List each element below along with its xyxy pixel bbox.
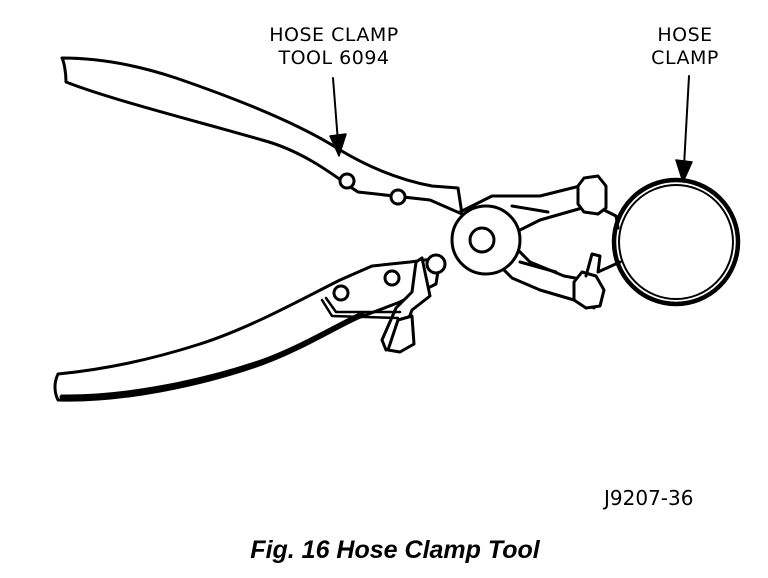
figure-caption: Fig. 16 Hose Clamp Tool bbox=[250, 536, 540, 564]
hose-clamp-ring-inner bbox=[618, 184, 734, 300]
upper-jaw-tip bbox=[576, 174, 608, 216]
clamp-label-line1: HOSE bbox=[657, 24, 713, 46]
lower-rivet-1 bbox=[332, 284, 350, 302]
lock-pivot bbox=[425, 253, 447, 275]
clamp-upper-tab bbox=[602, 208, 620, 230]
tool-callout-line bbox=[332, 77, 339, 143]
lock-lever-knob bbox=[386, 314, 416, 354]
lower-rivet-2 bbox=[383, 269, 401, 287]
clamp-label: HOSE CLAMP bbox=[622, 24, 748, 70]
lower-handle bbox=[53, 256, 442, 402]
lock-lever bbox=[380, 256, 432, 352]
clamp-label-line2: CLAMP bbox=[651, 47, 719, 69]
upper-rivet-1 bbox=[338, 172, 356, 190]
clamp-callout-arrowhead bbox=[675, 159, 693, 183]
clamp-lower-tab bbox=[584, 252, 622, 278]
hose-clamp-ring bbox=[611, 177, 741, 307]
tool-label-line1: HOSE CLAMP bbox=[269, 24, 399, 46]
tool-callout-arrowhead bbox=[329, 133, 347, 157]
part-number: J9207-36 bbox=[604, 486, 694, 510]
pivot-inner bbox=[468, 226, 496, 254]
tool-label-line2: TOOL 6094 bbox=[278, 47, 390, 69]
lower-handle-edge bbox=[59, 311, 365, 400]
lock-bar bbox=[320, 296, 402, 320]
lower-jaw-tip bbox=[572, 270, 606, 310]
clamp-callout-line bbox=[683, 75, 690, 167]
upper-rivet-2 bbox=[389, 188, 407, 206]
tool-label: HOSE CLAMP TOOL 6094 bbox=[246, 24, 422, 70]
jaw-inner-lines bbox=[510, 204, 558, 274]
